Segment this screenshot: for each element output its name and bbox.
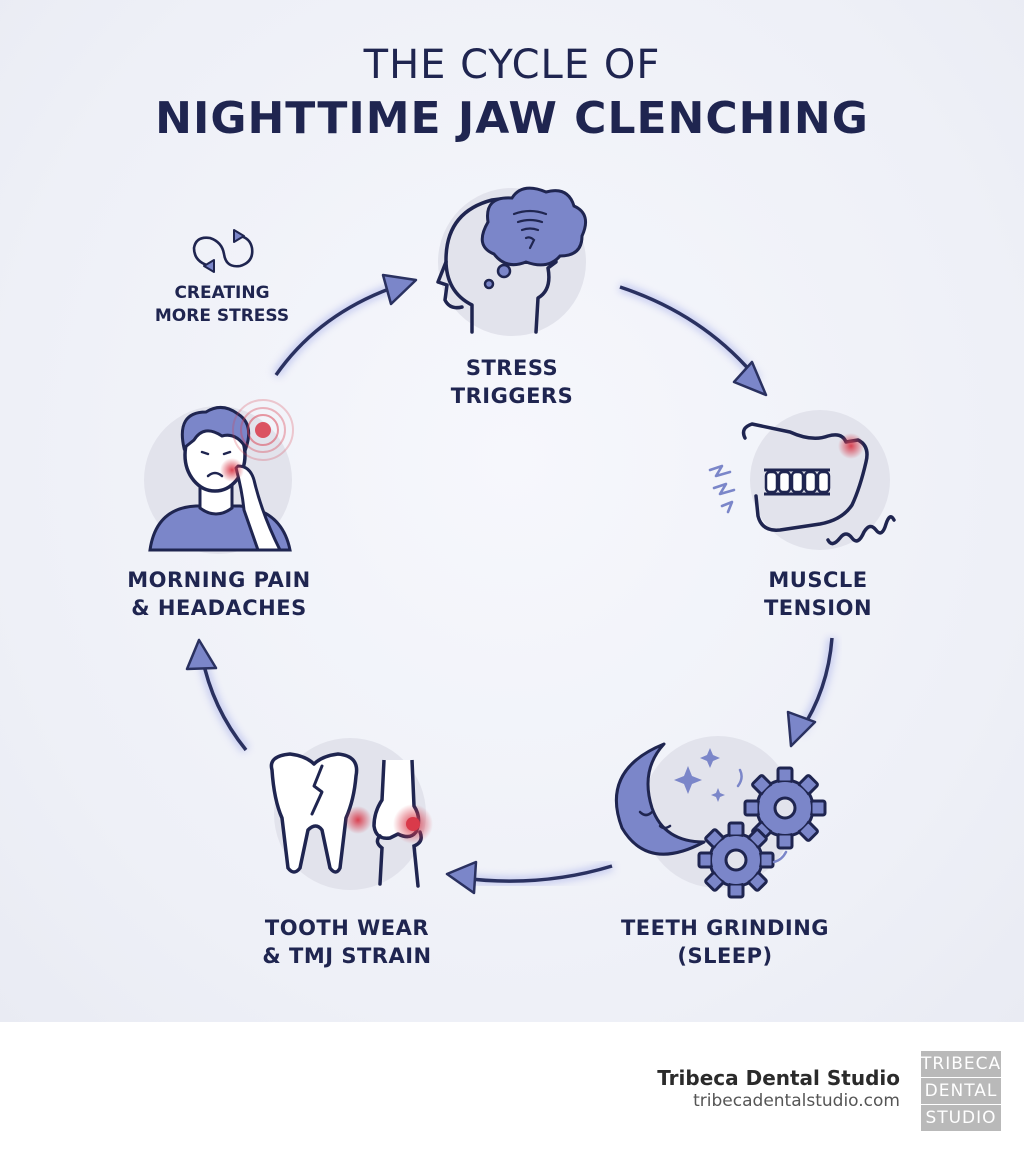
stage-label-line: & TMJ STRAIN (262, 944, 432, 968)
arrow-grinding-to-wear (445, 860, 614, 895)
stage-label-line: TEETH GRINDING (620, 916, 830, 940)
moon-gears-icon (614, 736, 827, 899)
logo-line: TRIBECA (921, 1051, 1001, 1078)
tense-jaw-icon (708, 410, 896, 550)
brand-url[interactable]: tribecadentalstudio.com (693, 1091, 900, 1111)
stage-label-morning-pain: MORNING PAIN & HEADACHES (104, 566, 334, 622)
loop-note-line: MORE STRESS (154, 306, 290, 326)
stage-label-stress-triggers: STRESS TRIGGERS (412, 354, 612, 410)
stage-label-tooth-wear: TOOTH WEAR & TMJ STRAIN (237, 914, 457, 970)
stage-label-line: TRIGGERS (450, 384, 574, 408)
cracked-tooth-joint-icon (269, 738, 433, 890)
stage-label-line: STRESS (465, 356, 559, 380)
logo-line: DENTAL (921, 1078, 1001, 1105)
stage-label-teeth-grinding: TEETH GRINDING (SLEEP) (595, 914, 855, 970)
stage-label-line: TENSION (763, 596, 873, 620)
stressed-head-icon (436, 186, 588, 336)
brand-name: Tribeca Dental Studio (657, 1066, 900, 1090)
title-line-1: THE CYCLE OF (363, 42, 661, 88)
stage-label-line: TOOTH WEAR (264, 916, 430, 940)
stage-label-line: MUSCLE (768, 568, 868, 592)
arrow-tension-to-grinding (786, 637, 837, 748)
loop-note-label: CREATING MORE STRESS (122, 282, 322, 328)
title-line-2: NIGHTTIME JAW CLENCHING (155, 93, 869, 144)
arrow-wear-to-pain (185, 638, 250, 753)
arrow-pain-to-stress (272, 273, 418, 378)
gear-icon (697, 821, 775, 899)
brand-logo: TRIBECA DENTAL STUDIO (921, 1051, 1001, 1131)
logo-line: STUDIO (925, 1108, 997, 1128)
stage-label-muscle-tension: MUSCLE TENSION (718, 566, 918, 622)
loop-arrows-icon (192, 229, 254, 273)
cycle-diagram (144, 186, 896, 899)
stage-label-line: MORNING PAIN (127, 568, 311, 592)
stage-label-line: (SLEEP) (677, 944, 773, 968)
aching-person-icon (144, 399, 294, 554)
loop-note-line: CREATING (174, 283, 270, 303)
arrow-stress-to-tension (618, 282, 768, 397)
stage-label-line: & HEADACHES (131, 596, 307, 620)
footer (0, 1022, 1024, 1154)
